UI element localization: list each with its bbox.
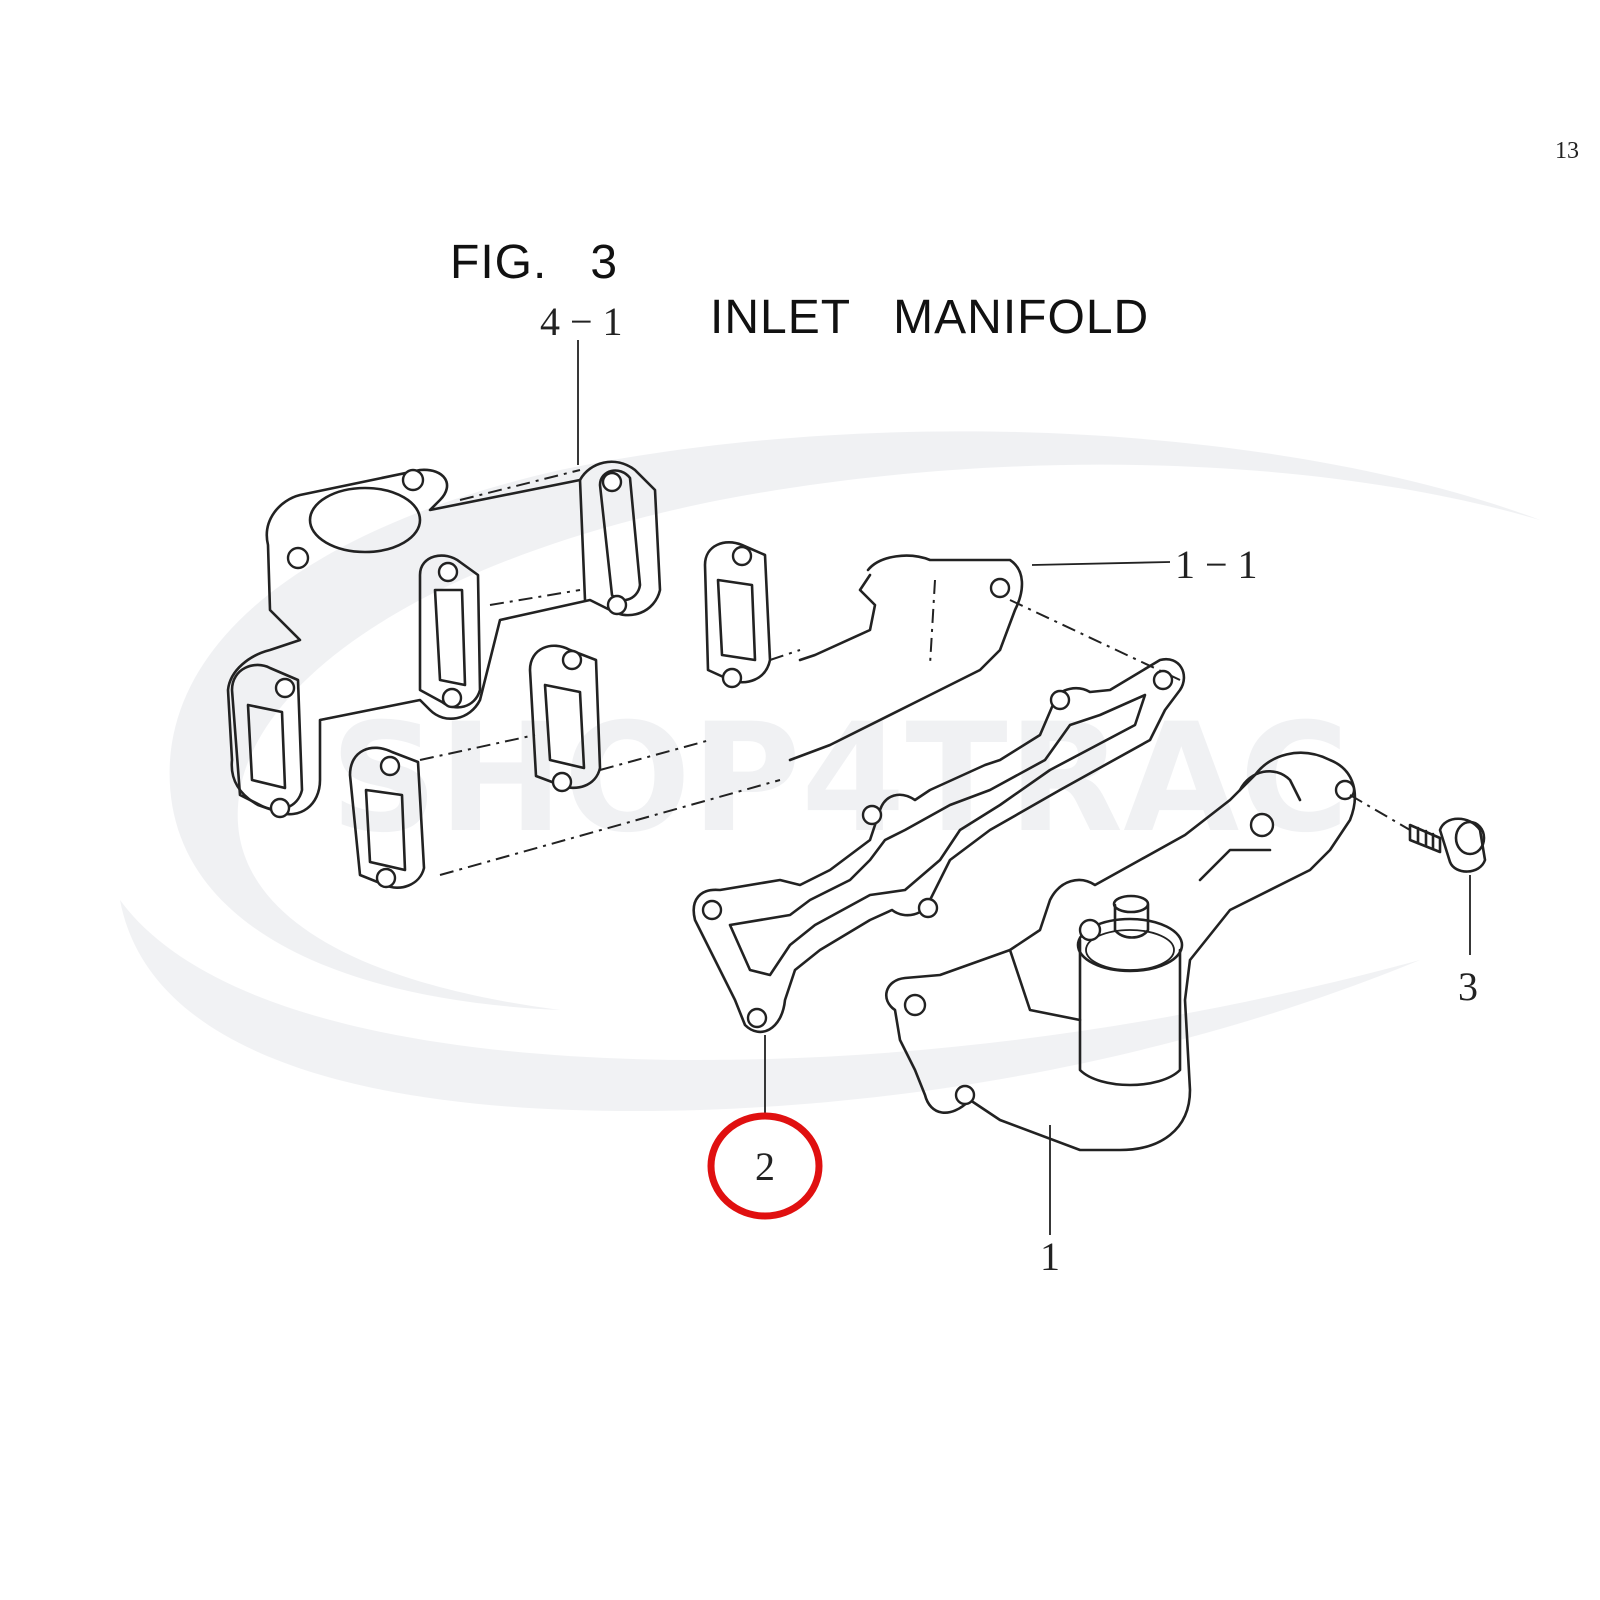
leader-lines [577, 340, 1471, 1235]
callout-1-1: 1 − 1 [1175, 542, 1258, 587]
callout-1: 1 [1040, 1234, 1060, 1279]
callout-3: 3 [1458, 964, 1478, 1009]
exhaust-manifold-gasket [226, 460, 801, 889]
callout-4-1: 4 − 1 [540, 299, 623, 344]
manifold-gasket-upper [788, 554, 1181, 762]
figure-title: FIG. 3 INLET MANIFOLD [0, 180, 1600, 400]
highlight-circle [707, 1112, 823, 1220]
watermark-swoosh-lower [120, 900, 1420, 1112]
watermark-swoosh [169, 431, 1541, 1010]
inlet-manifold [885, 751, 1357, 1152]
figure-name: INLET MANIFOLD [710, 291, 1150, 344]
callout-2: 2 [755, 1144, 775, 1189]
figure-number: FIG. 3 [450, 236, 619, 289]
inlet-manifold-gasket [692, 657, 1186, 1034]
bolt [1349, 794, 1487, 873]
page-number: 13 [1555, 138, 1579, 164]
